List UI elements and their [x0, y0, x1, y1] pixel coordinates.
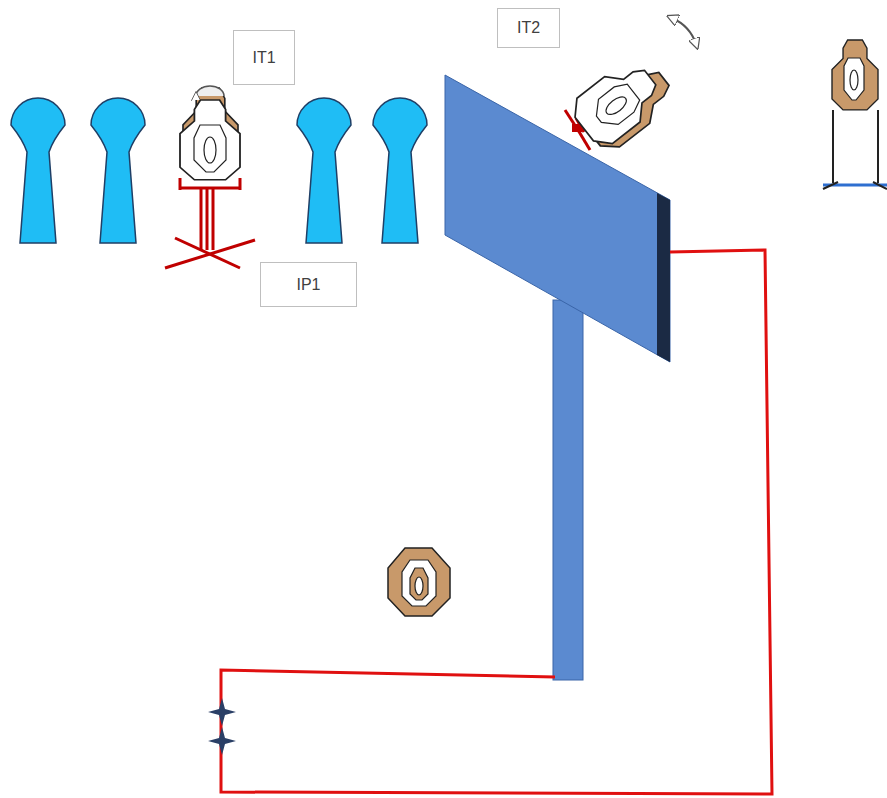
steel-plate — [823, 40, 887, 189]
popper-target — [11, 98, 427, 243]
label-box: IT1 — [233, 30, 295, 85]
paper-target-stand — [165, 86, 255, 268]
label-text: IT1 — [246, 49, 281, 67]
label-box: IP1 — [260, 262, 357, 307]
start-mark — [208, 698, 236, 755]
steel-plate — [388, 548, 450, 616]
wall — [445, 75, 670, 680]
label-text: IP1 — [290, 276, 326, 294]
label-text: IT2 — [511, 19, 546, 37]
swinging-target — [565, 18, 696, 157]
fault-line — [221, 250, 772, 794]
label-box: IT2 — [497, 8, 560, 48]
